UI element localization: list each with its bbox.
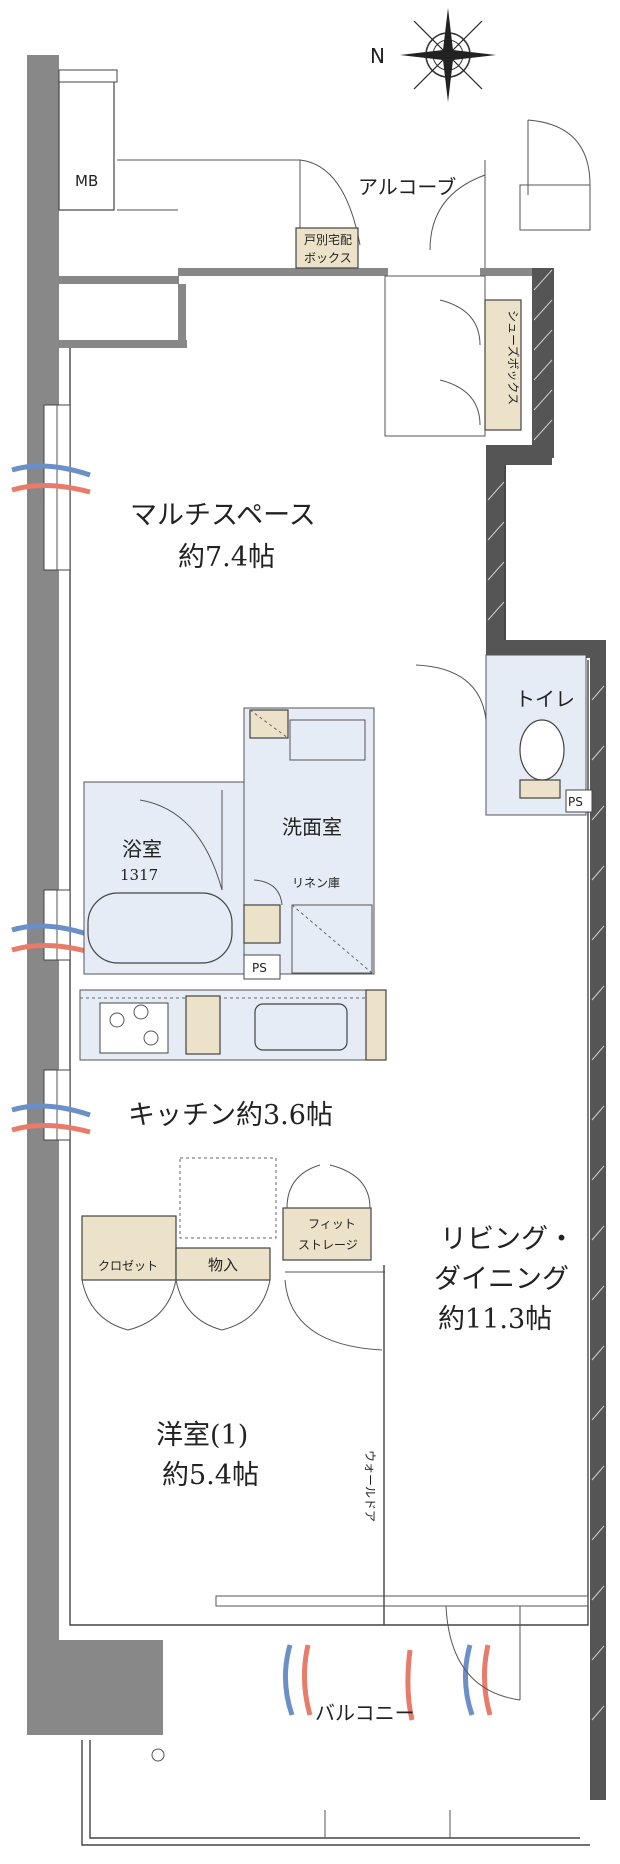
balcony-label: バルコニー (315, 1701, 415, 1725)
delivery-box-label-2: ボックス (304, 251, 352, 265)
western-room-size: 約5.4帖 (162, 1460, 259, 1491)
living-label: リビング・ (440, 1224, 575, 1255)
storage-label: 物入 (208, 1256, 238, 1274)
ventilation-arrows-icon (11, 463, 493, 1721)
toilet-label: トイレ (515, 687, 575, 711)
closet-label: クロゼット (98, 1259, 158, 1273)
bath-size-label: 1317 (120, 866, 158, 884)
compass-icon (400, 8, 496, 102)
multi-space-label: マルチスペース (130, 500, 316, 531)
linen-closet (243, 904, 281, 944)
north-label: N (370, 44, 385, 68)
closet (81, 1215, 177, 1281)
fit-storage-label-2: ストレージ (298, 1238, 358, 1252)
shoe-box-label: シューズボックス (506, 310, 521, 405)
shoe-box (484, 299, 522, 431)
bath-label: 浴室 (122, 837, 162, 861)
delivery-box (295, 227, 359, 269)
ps-toilet-label: PS (568, 795, 583, 809)
corridor-wall (178, 268, 388, 276)
living-label-2: ダイニング (434, 1264, 569, 1295)
ps-wash-label: PS (252, 961, 267, 975)
mb-label: MB (75, 172, 98, 190)
linen-label: リネン庫 (292, 876, 340, 890)
storage (175, 1247, 271, 1281)
left-lower-wall (55, 1640, 163, 1735)
multi-space-top-wall (59, 276, 179, 284)
wall-door-label: ウォールドア (363, 1450, 377, 1522)
living-size: 約11.3帖 (438, 1304, 552, 1335)
fit-storage-label: フィット (308, 1217, 356, 1231)
alcove-label: アルコーブ (358, 175, 456, 199)
fit-storage (282, 1207, 372, 1261)
kitchen-label: キッチン約3.6帖 (128, 1100, 333, 1131)
delivery-box-label: 戸別宅配 (304, 232, 352, 247)
washroom-label: 洗面室 (282, 815, 342, 839)
western-room-label: 洋室(1) (156, 1420, 248, 1451)
multi-space-size: 約7.4帖 (178, 542, 275, 573)
